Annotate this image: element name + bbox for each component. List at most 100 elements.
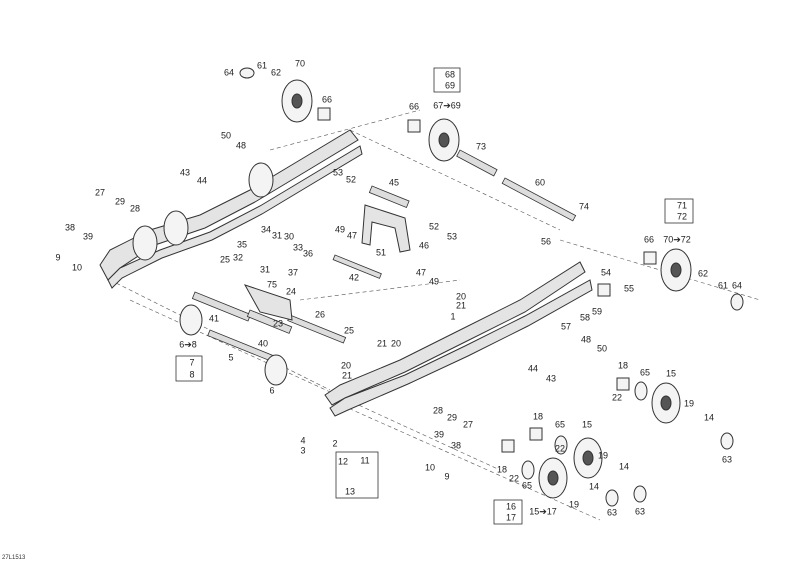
part-callout-47[interactable]: 47 <box>347 230 357 240</box>
part-callout-65[interactable]: 65 <box>522 480 532 490</box>
part-callout-52[interactable]: 52 <box>429 221 439 231</box>
part-callout-19[interactable]: 19 <box>598 450 608 460</box>
part-callout-54[interactable]: 54 <box>601 267 611 277</box>
part-callout-29[interactable]: 29 <box>447 412 457 422</box>
part-callout-67-69[interactable]: 67➔69 <box>433 100 461 110</box>
part-callout-63[interactable]: 63 <box>607 507 617 517</box>
part-callout-39[interactable]: 39 <box>434 429 444 439</box>
part-callout-27[interactable]: 27 <box>463 419 473 429</box>
part-callout-64[interactable]: 64 <box>224 67 234 77</box>
part-callout-6[interactable]: 6 <box>269 385 274 395</box>
part-callout-22[interactable]: 22 <box>555 443 565 453</box>
part-callout-53[interactable]: 53 <box>447 231 457 241</box>
part-callout-3[interactable]: 3 <box>300 445 305 455</box>
part-callout-70-72[interactable]: 70➔72 <box>663 234 691 244</box>
part-callout-38[interactable]: 38 <box>65 222 75 232</box>
part-callout-39[interactable]: 39 <box>83 231 93 241</box>
part-callout-12[interactable]: 12 <box>338 456 348 466</box>
part-callout-41[interactable]: 41 <box>209 313 219 323</box>
part-callout-29[interactable]: 29 <box>115 196 125 206</box>
part-callout-52[interactable]: 52 <box>346 174 356 184</box>
part-callout-61[interactable]: 61 <box>257 60 267 70</box>
part-callout-32[interactable]: 32 <box>233 252 243 262</box>
part-callout-25[interactable]: 25 <box>220 254 230 264</box>
part-callout-34[interactable]: 34 <box>261 224 271 234</box>
part-callout-18[interactable]: 18 <box>618 360 628 370</box>
part-callout-51[interactable]: 51 <box>376 247 386 257</box>
part-callout-53[interactable]: 53 <box>333 167 343 177</box>
part-callout-72[interactable]: 72 <box>677 211 687 221</box>
part-callout-23[interactable]: 23 <box>273 318 283 328</box>
part-callout-57[interactable]: 57 <box>561 321 571 331</box>
part-callout-49[interactable]: 49 <box>429 276 439 286</box>
part-callout-25[interactable]: 25 <box>344 325 354 335</box>
part-callout-65[interactable]: 65 <box>640 367 650 377</box>
part-callout-36[interactable]: 36 <box>303 248 313 258</box>
part-callout-64[interactable]: 64 <box>732 280 742 290</box>
part-callout-31[interactable]: 31 <box>260 264 270 274</box>
part-callout-62[interactable]: 62 <box>698 268 708 278</box>
part-callout-48[interactable]: 48 <box>236 140 246 150</box>
part-callout-60[interactable]: 60 <box>535 177 545 187</box>
part-callout-63[interactable]: 63 <box>635 506 645 516</box>
part-callout-9[interactable]: 9 <box>55 252 60 262</box>
part-callout-18[interactable]: 18 <box>497 464 507 474</box>
part-callout-19[interactable]: 19 <box>684 398 694 408</box>
part-callout-21[interactable]: 21 <box>456 300 466 310</box>
part-callout-62[interactable]: 62 <box>271 67 281 77</box>
part-callout-75[interactable]: 75 <box>267 279 277 289</box>
part-callout-43[interactable]: 43 <box>546 373 556 383</box>
part-callout-15-17[interactable]: 15➔17 <box>529 506 557 516</box>
part-callout-56[interactable]: 56 <box>541 236 551 246</box>
part-callout-11[interactable]: 11 <box>360 455 369 465</box>
part-callout-45[interactable]: 45 <box>389 177 399 187</box>
part-callout-21[interactable]: 21 <box>377 338 387 348</box>
part-callout-27[interactable]: 27 <box>95 187 105 197</box>
part-callout-21[interactable]: 21 <box>342 370 352 380</box>
part-callout-4[interactable]: 4 <box>300 435 305 445</box>
part-callout-47[interactable]: 47 <box>416 267 426 277</box>
part-callout-35[interactable]: 35 <box>237 239 247 249</box>
part-callout-48[interactable]: 48 <box>581 334 591 344</box>
part-callout-55[interactable]: 55 <box>624 283 634 293</box>
part-callout-44[interactable]: 44 <box>528 363 538 373</box>
part-callout-15[interactable]: 15 <box>666 368 676 378</box>
part-callout-24[interactable]: 24 <box>286 286 296 296</box>
part-callout-74[interactable]: 74 <box>579 201 589 211</box>
part-callout-61[interactable]: 61 <box>718 280 728 290</box>
part-callout-50[interactable]: 50 <box>597 343 607 353</box>
part-callout-26[interactable]: 26 <box>315 309 325 319</box>
part-callout-10[interactable]: 10 <box>425 462 435 472</box>
part-callout-22[interactable]: 22 <box>612 392 622 402</box>
part-callout-68[interactable]: 68 <box>445 69 455 79</box>
part-callout-33[interactable]: 33 <box>293 242 303 252</box>
part-callout-73[interactable]: 73 <box>476 141 486 151</box>
part-callout-18[interactable]: 18 <box>533 411 543 421</box>
part-callout-5[interactable]: 5 <box>228 352 233 362</box>
part-callout-58[interactable]: 58 <box>580 312 590 322</box>
part-callout-43[interactable]: 43 <box>180 167 190 177</box>
part-callout-40[interactable]: 40 <box>258 338 268 348</box>
part-callout-15[interactable]: 15 <box>582 419 592 429</box>
part-callout-28[interactable]: 28 <box>130 203 140 213</box>
part-callout-2[interactable]: 2 <box>332 438 337 448</box>
part-callout-63[interactable]: 63 <box>722 454 732 464</box>
part-callout-20[interactable]: 20 <box>391 338 401 348</box>
part-callout-9[interactable]: 9 <box>444 471 449 481</box>
part-callout-59[interactable]: 59 <box>592 306 602 316</box>
part-callout-30[interactable]: 30 <box>284 231 294 241</box>
part-callout-28[interactable]: 28 <box>433 405 443 415</box>
part-callout-14[interactable]: 14 <box>589 481 599 491</box>
part-callout-71[interactable]: 71 <box>677 200 687 210</box>
part-callout-66[interactable]: 66 <box>644 234 654 244</box>
part-callout-42[interactable]: 42 <box>349 272 359 282</box>
part-callout-17[interactable]: 17 <box>506 512 516 522</box>
part-callout-70[interactable]: 70 <box>295 58 305 68</box>
part-callout-44[interactable]: 44 <box>197 175 207 185</box>
part-callout-19[interactable]: 19 <box>569 499 579 509</box>
part-callout-20[interactable]: 20 <box>341 360 351 370</box>
part-callout-38[interactable]: 38 <box>451 440 461 450</box>
part-callout-37[interactable]: 37 <box>288 267 298 277</box>
part-callout-7[interactable]: 7 <box>189 357 194 367</box>
part-callout-66[interactable]: 66 <box>409 101 419 111</box>
